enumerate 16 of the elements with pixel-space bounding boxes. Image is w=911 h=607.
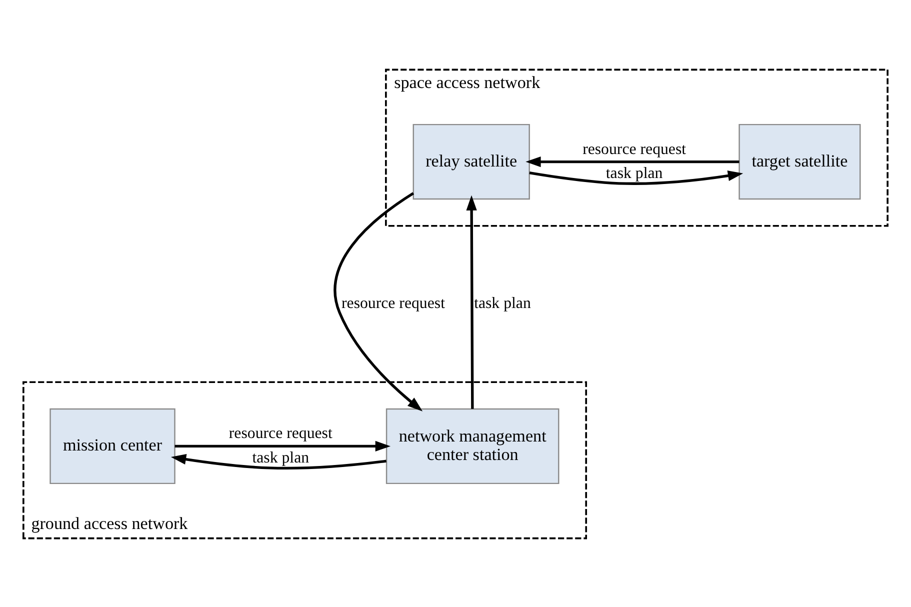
edge-label: resource request [582, 140, 686, 158]
arrow [466, 194, 477, 408]
arrow [170, 454, 386, 470]
arrow [334, 192, 423, 411]
edge-label: resource request [228, 424, 332, 442]
arrow [526, 156, 740, 167]
edge-label: resource request [342, 294, 445, 312]
node-box: network management center station [386, 408, 560, 484]
edge-label: task plan [474, 294, 531, 312]
node-box: relay satellite [412, 123, 530, 200]
edge-label: task plan [252, 449, 310, 466]
arrow [529, 170, 744, 184]
node-box: mission center [50, 408, 176, 484]
edge-label: task plan [606, 164, 663, 182]
arrow [174, 440, 391, 451]
node-box: target satellite [738, 123, 861, 200]
